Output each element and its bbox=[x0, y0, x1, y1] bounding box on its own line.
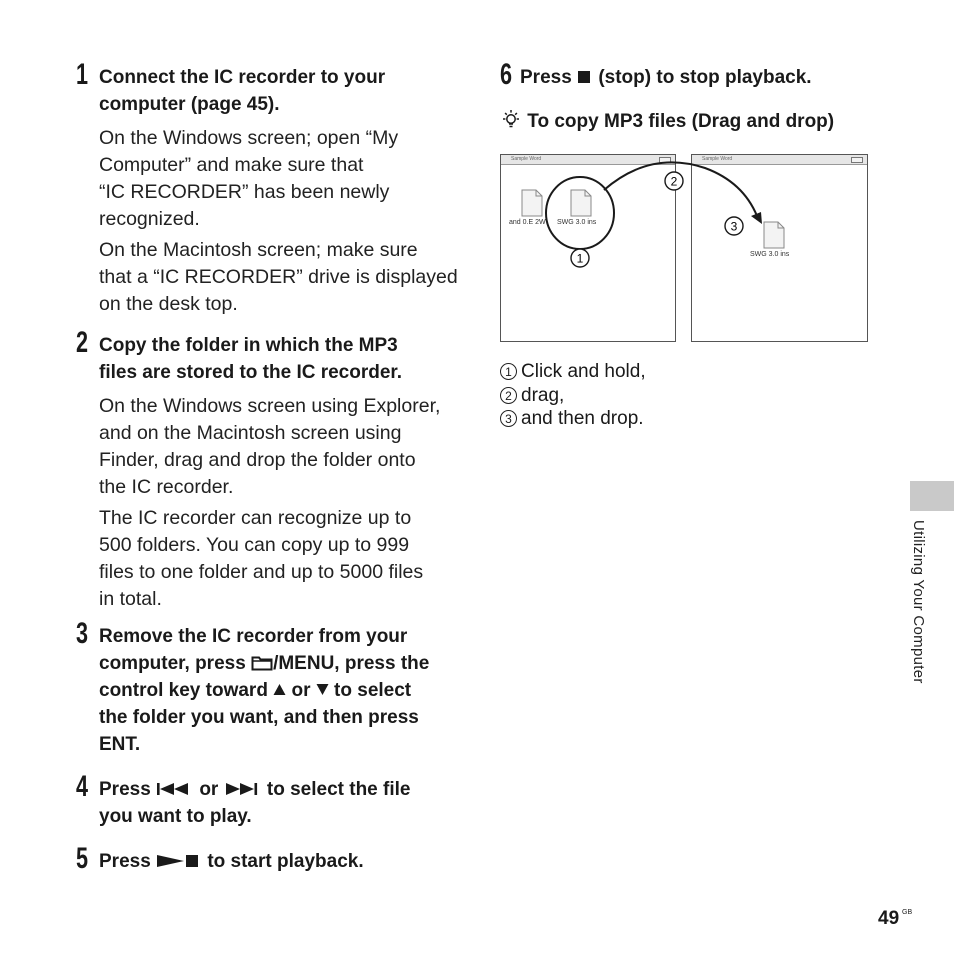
section-label: Utilizing Your Computer bbox=[910, 520, 927, 684]
step-heading: Press or to select the file you want to … bbox=[99, 776, 410, 830]
page-region: GB bbox=[902, 909, 913, 916]
step-heading: Copy the folder in which the MP3 files a… bbox=[99, 335, 403, 383]
marker-label: 2 bbox=[671, 175, 678, 189]
step-heading: Press to start playback. bbox=[99, 848, 364, 875]
section-tab bbox=[910, 481, 954, 511]
step-paragraph: The IC recorder can recognize up to 500 … bbox=[99, 507, 424, 610]
window-title: Sample Word bbox=[702, 156, 733, 162]
step-paragraph: On the Macintosh screen; make sure that … bbox=[99, 239, 458, 315]
step-heading: Connect the IC recorder to your computer… bbox=[99, 67, 386, 115]
play-stop-icon bbox=[156, 848, 202, 875]
step-number: 6 bbox=[500, 58, 513, 91]
step-number: 1 bbox=[76, 58, 89, 91]
marker-label: 3 bbox=[731, 220, 738, 234]
file-icon bbox=[521, 189, 543, 217]
marker-label: 1 bbox=[577, 252, 584, 266]
step-number: 4 bbox=[76, 770, 89, 803]
marker-circle bbox=[724, 216, 744, 236]
stop-icon bbox=[577, 64, 593, 91]
folder-icon bbox=[251, 650, 273, 677]
lightbulb-icon bbox=[500, 108, 522, 135]
tip-heading: To copy MP3 files (Drag and drop) bbox=[500, 108, 834, 135]
step-paragraph: On the Windows screen; open “My Computer… bbox=[99, 127, 399, 230]
right-window: Sample Word SWG 3.0 ins bbox=[691, 154, 868, 342]
file-icon bbox=[763, 221, 785, 249]
file-label: and 0.E 2W bbox=[509, 219, 546, 226]
file-label: SWG 3.0 ins bbox=[557, 219, 597, 226]
step-heading: Remove the IC recorder from your compute… bbox=[99, 626, 430, 755]
step-heading: Press (stop) to stop playback. bbox=[520, 64, 812, 91]
caption-marker: 2 bbox=[500, 386, 517, 404]
file-icon bbox=[570, 189, 592, 217]
drag-arrow-path bbox=[603, 161, 758, 217]
step-number: 3 bbox=[76, 617, 89, 650]
up-triangle-icon bbox=[273, 677, 286, 704]
step-paragraph: On the Windows screen using Explorer, an… bbox=[99, 395, 441, 498]
drag-arrow-overlay: 1 2 3 bbox=[545, 161, 762, 268]
selection-circle bbox=[545, 176, 615, 250]
next-track-icon bbox=[224, 776, 262, 803]
step-number: 2 bbox=[76, 326, 89, 359]
marker-circle bbox=[570, 248, 590, 268]
file-label: SWG 3.0 ins bbox=[750, 251, 790, 258]
window-button bbox=[851, 157, 863, 163]
marker-circle bbox=[664, 171, 684, 191]
caption-marker: 1 bbox=[500, 363, 517, 380]
window-title: Sample Word bbox=[511, 156, 542, 162]
caption-marker: 3 bbox=[500, 410, 517, 427]
arrow-head-icon bbox=[751, 212, 762, 224]
drag-and-drop-figure: Sample Word and 0.E 2W SWG 3.0 ins Sampl… bbox=[500, 154, 868, 344]
left-window: Sample Word and 0.E 2W SWG 3.0 ins bbox=[500, 154, 676, 342]
step-number: 5 bbox=[76, 842, 89, 875]
page-number: 49 bbox=[878, 908, 900, 929]
previous-track-icon bbox=[156, 776, 194, 803]
window-title-bar: Sample Word bbox=[692, 155, 867, 165]
down-triangle-icon bbox=[316, 677, 329, 704]
